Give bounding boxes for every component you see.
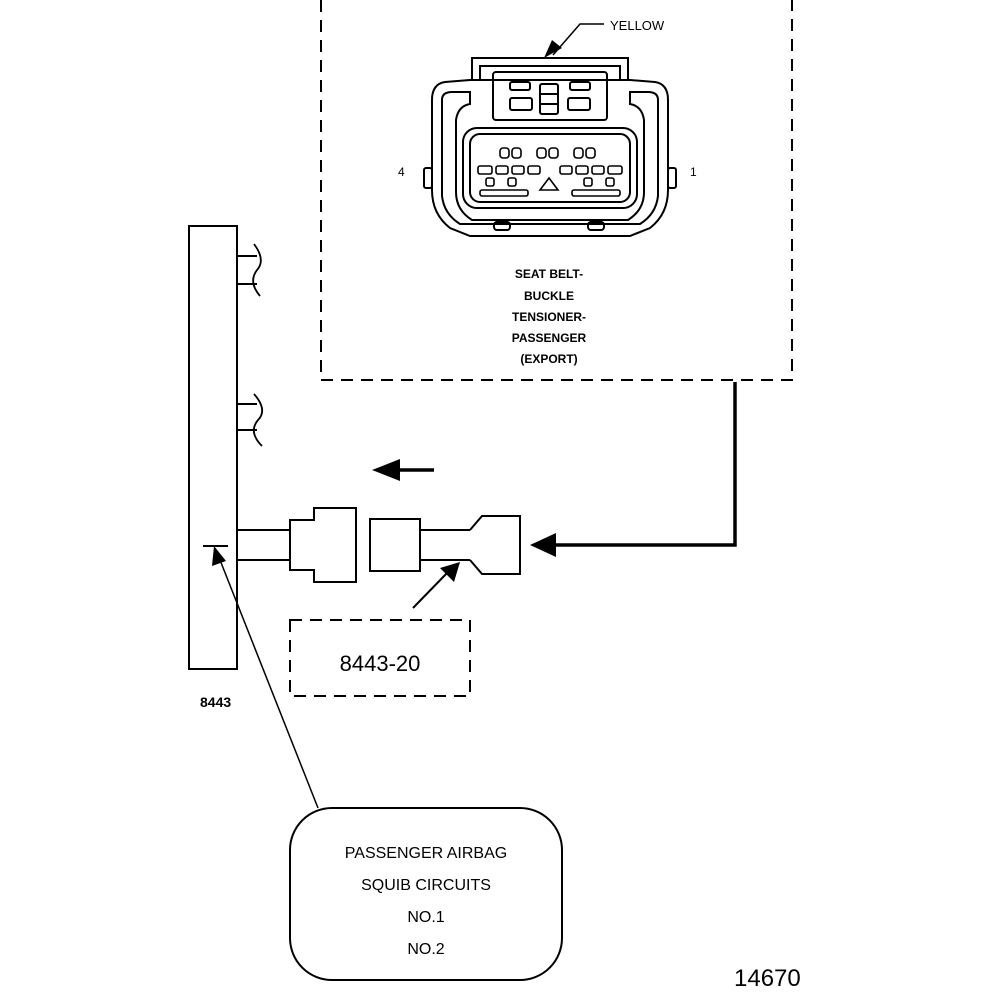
adapter-leader-line <box>412 571 449 609</box>
yellow-label: YELLOW <box>610 18 665 33</box>
figure-number: 14670 <box>734 965 801 992</box>
connection-arrowhead <box>530 533 556 557</box>
direction-arrowhead <box>372 459 400 481</box>
yellow-leader-line <box>552 23 604 56</box>
callout-line-3: NO.1 <box>407 909 444 926</box>
caption-line-4: PASSENGER <box>512 331 587 345</box>
connector-panel-border <box>320 0 793 381</box>
tester-body <box>188 225 238 670</box>
adapter-8443-20 <box>237 507 521 583</box>
seat-belt-connector-icon <box>423 57 677 237</box>
pin-4-label: 4 <box>398 165 405 179</box>
callout-line-1: PASSENGER AIRBAG <box>345 845 507 862</box>
tester-label: 8443 <box>200 694 231 710</box>
connector-panel: YELLOW <box>320 0 793 381</box>
callout-line-2: SQUIB CIRCUITS <box>361 877 491 894</box>
connector-caption: SEAT BELT- BUCKLE TENSIONER- PASSENGER (… <box>512 267 587 366</box>
pin-1-label: 1 <box>690 165 697 179</box>
tester-8443 <box>188 225 264 670</box>
callout-box <box>289 807 563 981</box>
callout-text: PASSENGER AIRBAG SQUIB CIRCUITS NO.1 NO.… <box>345 845 507 958</box>
callout-leader-line <box>219 559 319 809</box>
caption-line-1: SEAT BELT- <box>515 267 583 281</box>
adapter-label-box <box>289 619 471 697</box>
caption-line-3: TENSIONER- <box>512 310 586 324</box>
adapter-label: 8443-20 <box>340 651 421 676</box>
caption-line-5: (EXPORT) <box>520 352 577 366</box>
callout-line-4: NO.2 <box>407 941 444 958</box>
yellow-leader-arrowhead <box>544 40 562 58</box>
adapter-leader-arrowhead <box>440 562 460 582</box>
connection-line <box>556 382 737 547</box>
callout-leader-arrowhead <box>212 546 226 566</box>
caption-line-2: BUCKLE <box>524 289 574 303</box>
